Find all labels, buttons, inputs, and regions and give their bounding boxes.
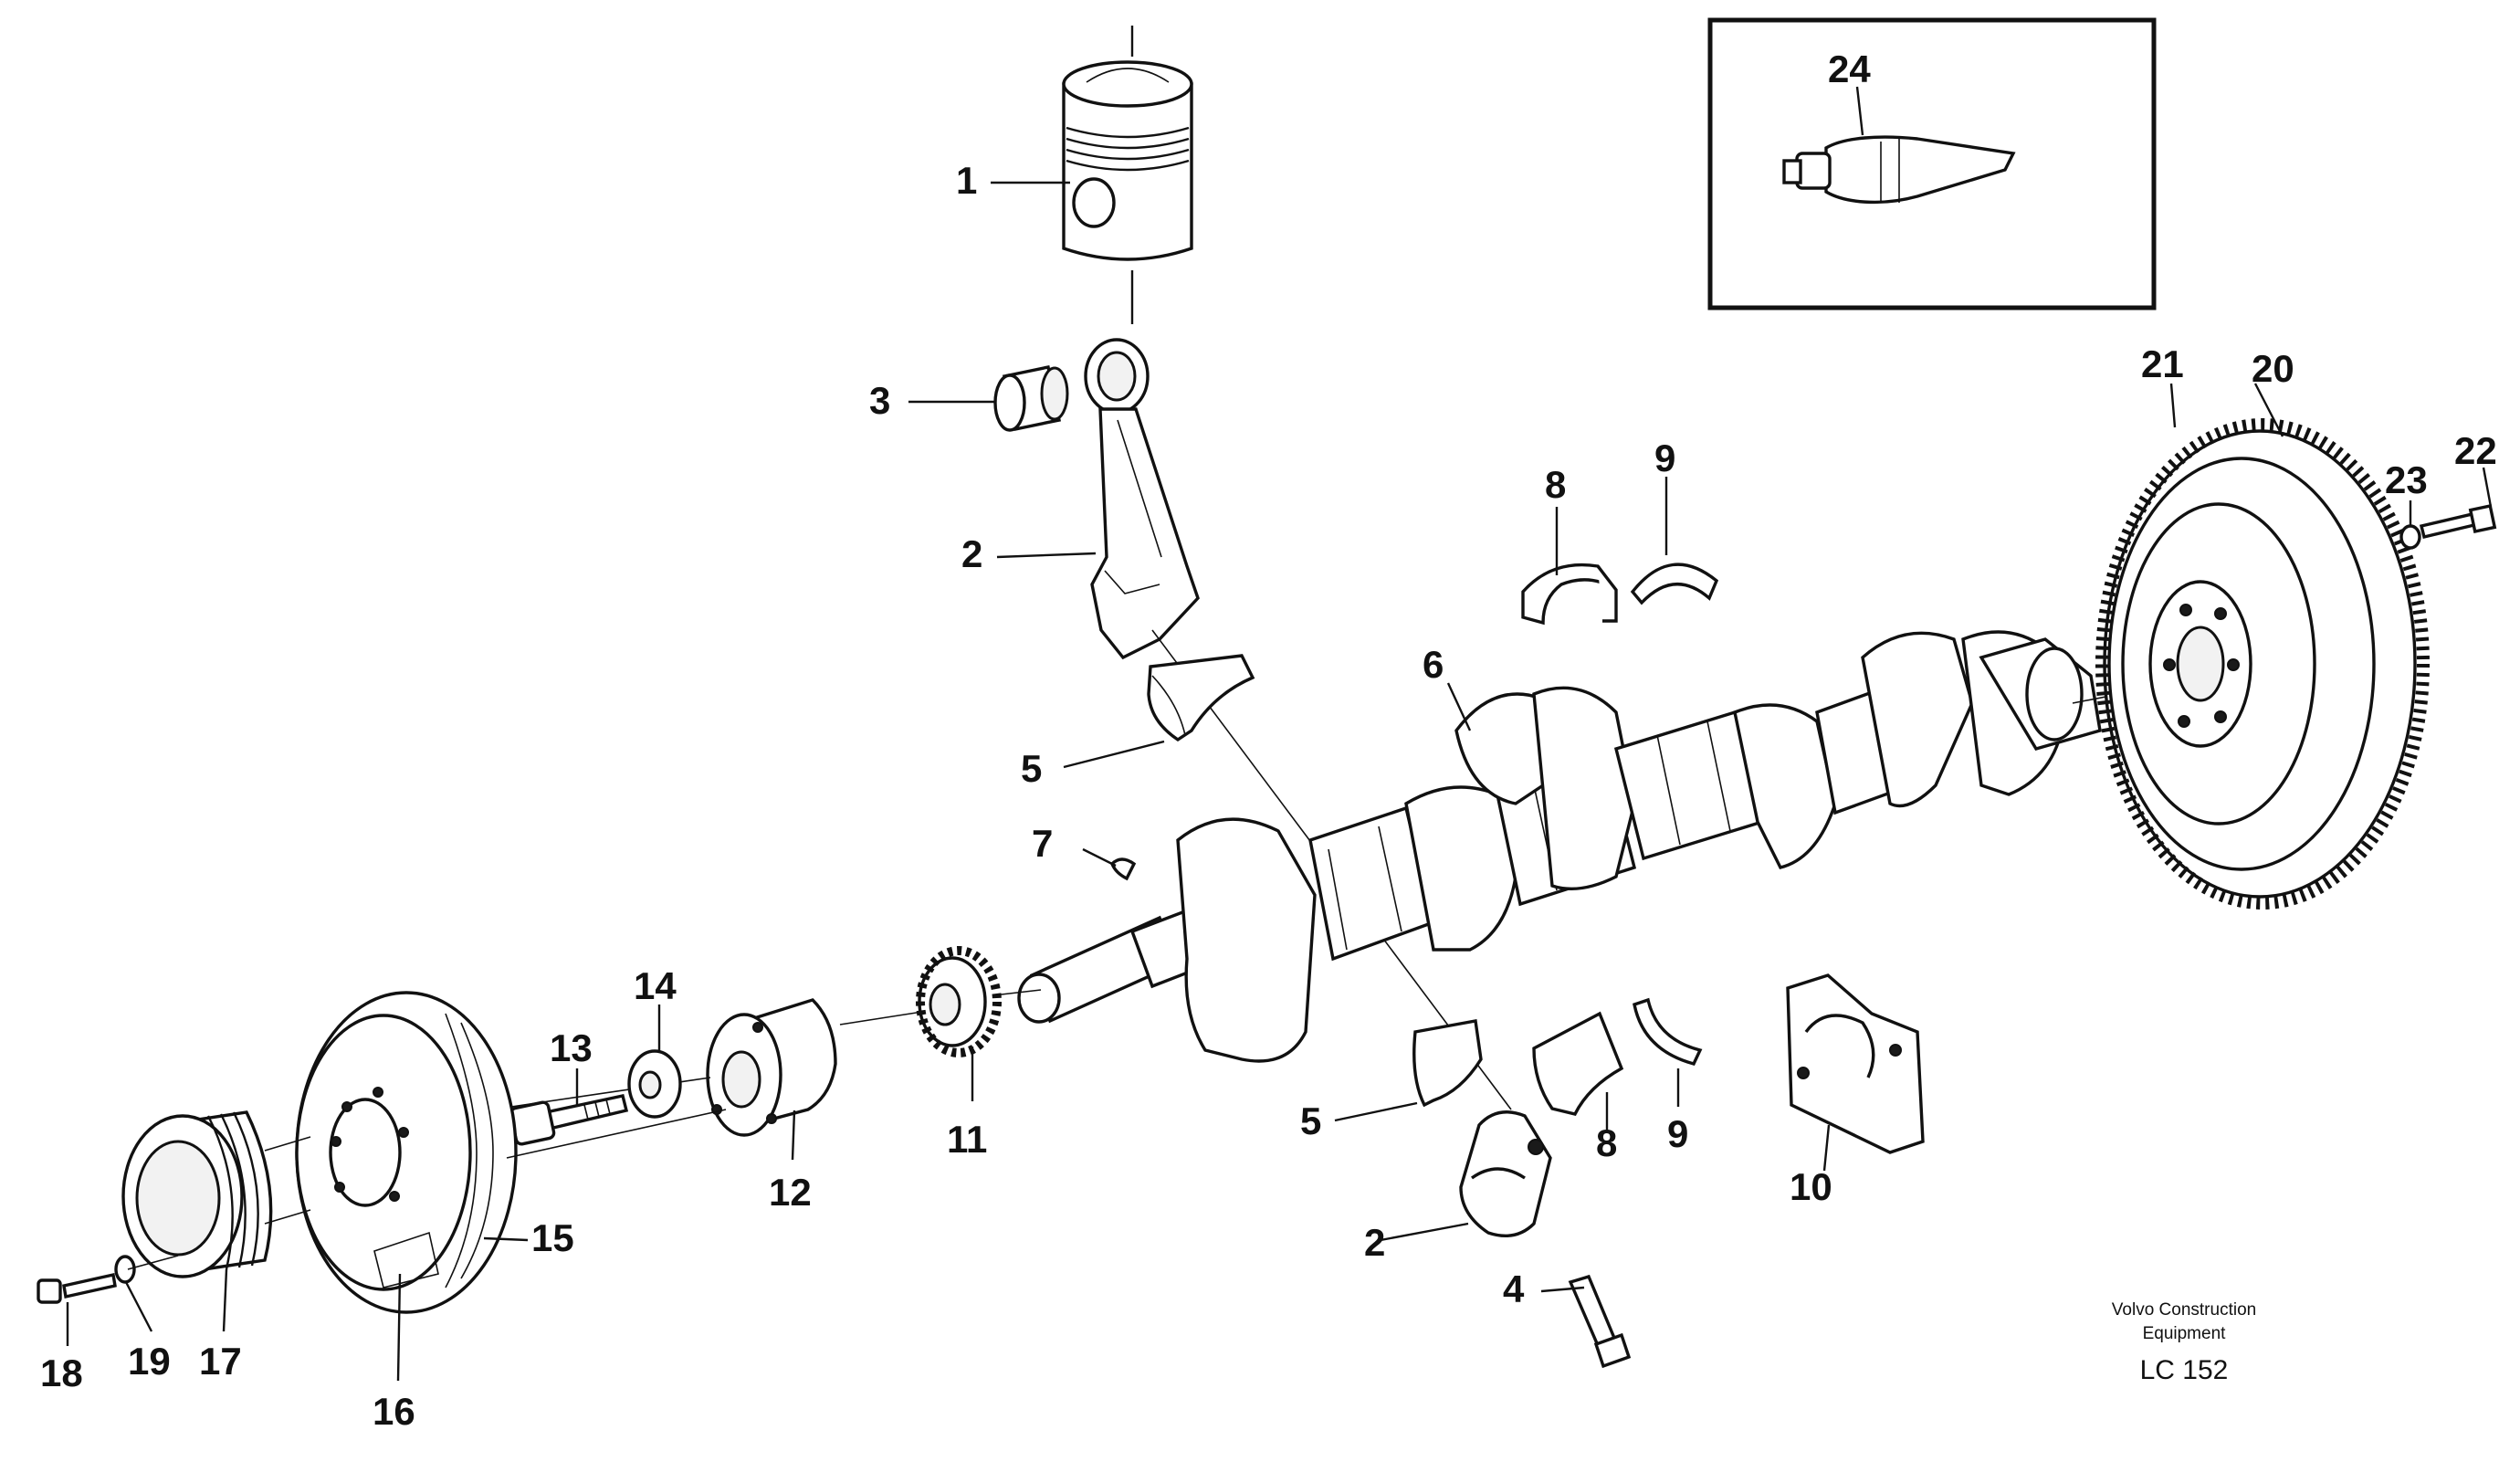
pulley-15 [295, 991, 518, 1314]
rod-cap-2 [1459, 1110, 1552, 1237]
hub-12 [706, 998, 837, 1137]
crankshaft-6 [1017, 630, 2102, 1063]
washer-23 [2399, 524, 2421, 550]
flywheel-20 [2103, 429, 2417, 899]
timing-gear-11 [916, 946, 1002, 1057]
main-bearing-cap-10 [1786, 973, 1925, 1154]
callout-1: 1 [956, 159, 977, 202]
callout-19: 19 [128, 1340, 171, 1383]
brand-line-1: Volvo Construction [2112, 1300, 2256, 1320]
callout-16: 16 [373, 1390, 415, 1433]
washer-19 [114, 1255, 136, 1284]
callout-20: 20 [2252, 347, 2294, 390]
callout-22: 22 [2454, 429, 2497, 472]
bolt-13 [509, 1093, 629, 1146]
flywheel-bolt-22 [2419, 503, 2497, 540]
callout-17: 17 [199, 1340, 242, 1383]
callout-13: 13 [550, 1026, 593, 1069]
connecting-rod-2 [1084, 338, 1200, 660]
key-7 [1110, 857, 1137, 881]
callouts: 1 2 2 3 4 5 5 6 7 8 8 9 9 10 11 12 13 14… [40, 47, 2497, 1433]
rod-bolt-4 [1568, 1274, 1632, 1369]
thrust-washer-9-lower [1633, 997, 1703, 1067]
callout-2-upper: 2 [961, 532, 982, 575]
bushing-3 [993, 364, 1069, 432]
brand-line-2: Equipment [2143, 1324, 2227, 1343]
callout-5-lower: 5 [1300, 1099, 1321, 1142]
main-bearing-shell-8-upper [1521, 563, 1618, 626]
callout-11: 11 [947, 1118, 987, 1161]
callout-12: 12 [769, 1171, 812, 1214]
inset-box [1707, 17, 2157, 310]
callout-6: 6 [1423, 643, 1444, 686]
rod-bearing-shell-5-lower [1412, 1019, 1483, 1108]
ring-gear-21 [2095, 418, 2430, 910]
callout-2-lower: 2 [1364, 1221, 1385, 1264]
publisher-block: Volvo Construction Equipment LC 152 [2112, 1300, 2256, 1385]
callout-23: 23 [2385, 458, 2428, 501]
callout-5-upper: 5 [1021, 747, 1042, 790]
callout-9-lower: 9 [1667, 1112, 1688, 1155]
callout-18: 18 [40, 1352, 83, 1394]
figure-code: LC 152 [2140, 1355, 2229, 1385]
callout-3: 3 [869, 379, 890, 422]
pulley-17 [121, 1110, 311, 1278]
callout-14: 14 [634, 964, 677, 1007]
thrust-washer-9-upper [1630, 563, 1719, 605]
bolt-18 [37, 1272, 117, 1304]
callout-15: 15 [531, 1216, 574, 1259]
main-bearing-shell-8-lower [1532, 1011, 1624, 1116]
callout-24: 24 [1828, 47, 1871, 90]
callout-8-upper: 8 [1545, 463, 1566, 506]
leader-lines [66, 181, 2493, 1382]
callout-7: 7 [1032, 822, 1053, 865]
piston-1 [1062, 60, 1193, 261]
grease-tube-24 [1782, 135, 2016, 205]
callout-21: 21 [2141, 342, 2184, 385]
callout-4: 4 [1503, 1267, 1525, 1310]
callout-10: 10 [1790, 1165, 1832, 1208]
washer-14 [627, 1049, 682, 1119]
rod-bearing-shell-5-upper [1147, 654, 1255, 742]
callout-8-lower: 8 [1596, 1121, 1617, 1164]
callout-9-upper: 9 [1654, 436, 1675, 479]
